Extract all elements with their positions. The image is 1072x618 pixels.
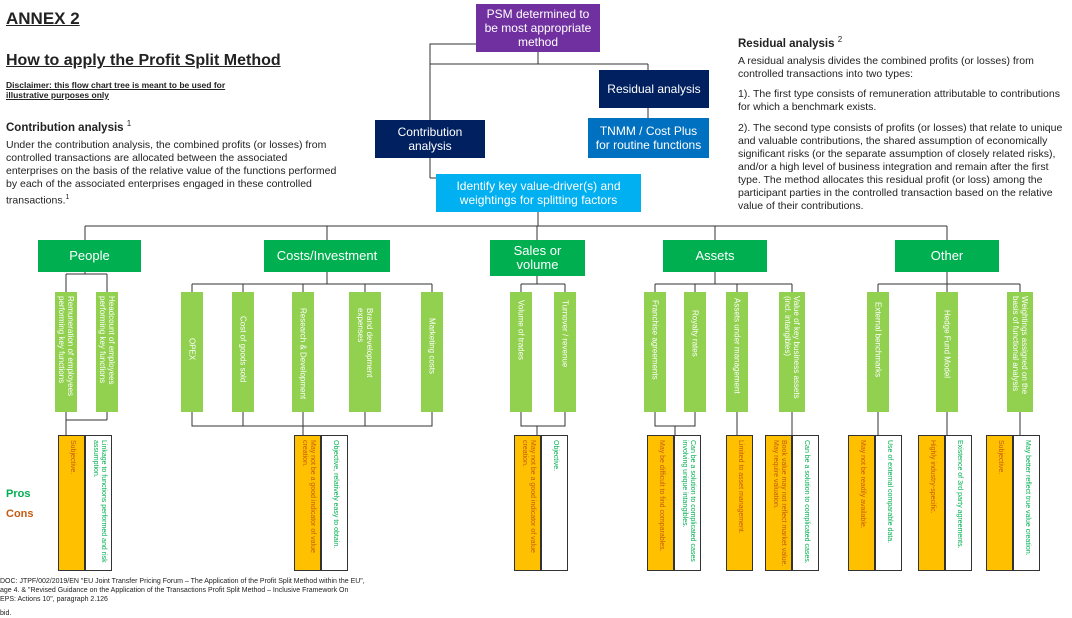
footnote-line-1: DOC: JTPF/002/2019/EN "EU Joint Transfer… bbox=[0, 578, 365, 585]
driver-hedge-fund: Hedge Fund Model bbox=[936, 292, 958, 412]
category-other: Other bbox=[895, 240, 999, 272]
driver-marketing: Marketing costs bbox=[421, 292, 443, 412]
residual-para-2: 1). The first type consists of remunerat… bbox=[738, 88, 1060, 113]
driver-headcount: Headcount of employees performing key fu… bbox=[96, 292, 118, 412]
pros-box-8: Existence of 3rd party agreements. bbox=[945, 435, 972, 571]
how-to-title: How to apply the Profit Split Method bbox=[6, 52, 281, 69]
driver-turnover: Turnover / revenue bbox=[554, 292, 576, 412]
pros-box-7: Use of external comparable data. bbox=[875, 435, 902, 571]
driver-franchise: Franchise agreements bbox=[644, 292, 666, 412]
pros-box-9: May better reflect true value creation. bbox=[1013, 435, 1040, 571]
psm-box: PSM determined to be most appropriate me… bbox=[476, 4, 600, 52]
driver-cogs: Cost of goods sold bbox=[232, 292, 254, 412]
footnotes: DOC: JTPF/002/2019/EN "EU Joint Transfer… bbox=[0, 577, 470, 618]
cons-box-2: May not be a good indicator of value cre… bbox=[294, 435, 321, 571]
pros-box-2: Objective, relatively easy to obtain. bbox=[321, 435, 348, 571]
footnote-line-2: age 4. & "Revised Guidance on the Applic… bbox=[0, 587, 349, 594]
category-people: People bbox=[38, 240, 141, 272]
driver-external-benchmarks: External benchmarks bbox=[867, 292, 889, 412]
residual-analysis-box: Residual analysis bbox=[599, 70, 709, 108]
residual-para-1: A residual analysis divides the combined… bbox=[738, 55, 1034, 80]
driver-volume-trades: Volume of trades bbox=[510, 292, 532, 412]
cons-box-5: Limited to asset management. bbox=[726, 435, 753, 571]
cons-box-8: Highly industry-specific. bbox=[918, 435, 945, 571]
cons-box-3: May not be a good indicator of value cre… bbox=[514, 435, 541, 571]
identify-drivers-box: Identify key value-driver(s) and weighti… bbox=[436, 174, 641, 212]
category-assets: Assets bbox=[663, 240, 767, 272]
cons-box-4: May be difficult to find comparables. bbox=[647, 435, 674, 571]
driver-royalty: Royalty rates bbox=[684, 292, 706, 412]
residual-para-3: 2). The second type consists of profits … bbox=[738, 122, 1063, 212]
footnote-line-4: bid. bbox=[0, 610, 12, 617]
contribution-text: Under the contribution analysis, the com… bbox=[6, 139, 337, 207]
cons-box-9: Subjective. bbox=[986, 435, 1013, 571]
tnmm-box: TNMM / Cost Plus for routine functions bbox=[588, 118, 709, 158]
disclaimer: Disclaimer: this flow chart tree is mean… bbox=[6, 80, 226, 100]
pros-box-4: Can be a solution to complicated cases i… bbox=[674, 435, 701, 571]
driver-aum: Assets under management bbox=[726, 292, 748, 412]
category-costs-investment: Costs/Investment bbox=[264, 240, 390, 272]
driver-key-assets: Value of key business assets (incl. inta… bbox=[779, 292, 805, 412]
driver-weightings: Weightings assigned on the basis of func… bbox=[1007, 292, 1033, 412]
pros-box-1: Linkage to functions performed and risk … bbox=[85, 435, 112, 571]
driver-opex: OPEX bbox=[181, 292, 203, 412]
contribution-heading: Contribution analysis 1 bbox=[6, 119, 132, 134]
legend-pros: Pros bbox=[6, 488, 31, 500]
contribution-analysis-box: Contribution analysis bbox=[375, 120, 485, 158]
legend-cons: Cons bbox=[6, 508, 34, 520]
category-sales-volume: Sales or volume bbox=[490, 240, 585, 276]
footnote-line-3: EPS: Actions 10", paragraph 2.126 bbox=[0, 596, 108, 603]
annex-title: ANNEX 2 bbox=[6, 9, 80, 28]
cons-box-7: May not be readily available. bbox=[848, 435, 875, 571]
cons-box-6: Book value may not reflect market value.… bbox=[765, 435, 792, 571]
driver-brand: Brand development expenses bbox=[349, 292, 381, 412]
pros-box-6: Can be a solution to complicated cases. bbox=[792, 435, 819, 571]
cons-box-1: Subjective. bbox=[58, 435, 85, 571]
driver-rnd: Research & Development bbox=[292, 292, 314, 412]
residual-heading: Residual analysis 2 bbox=[738, 35, 843, 50]
pros-box-3: Objective. bbox=[541, 435, 568, 571]
driver-remuneration: Remuneration of employees performing key… bbox=[55, 292, 77, 412]
